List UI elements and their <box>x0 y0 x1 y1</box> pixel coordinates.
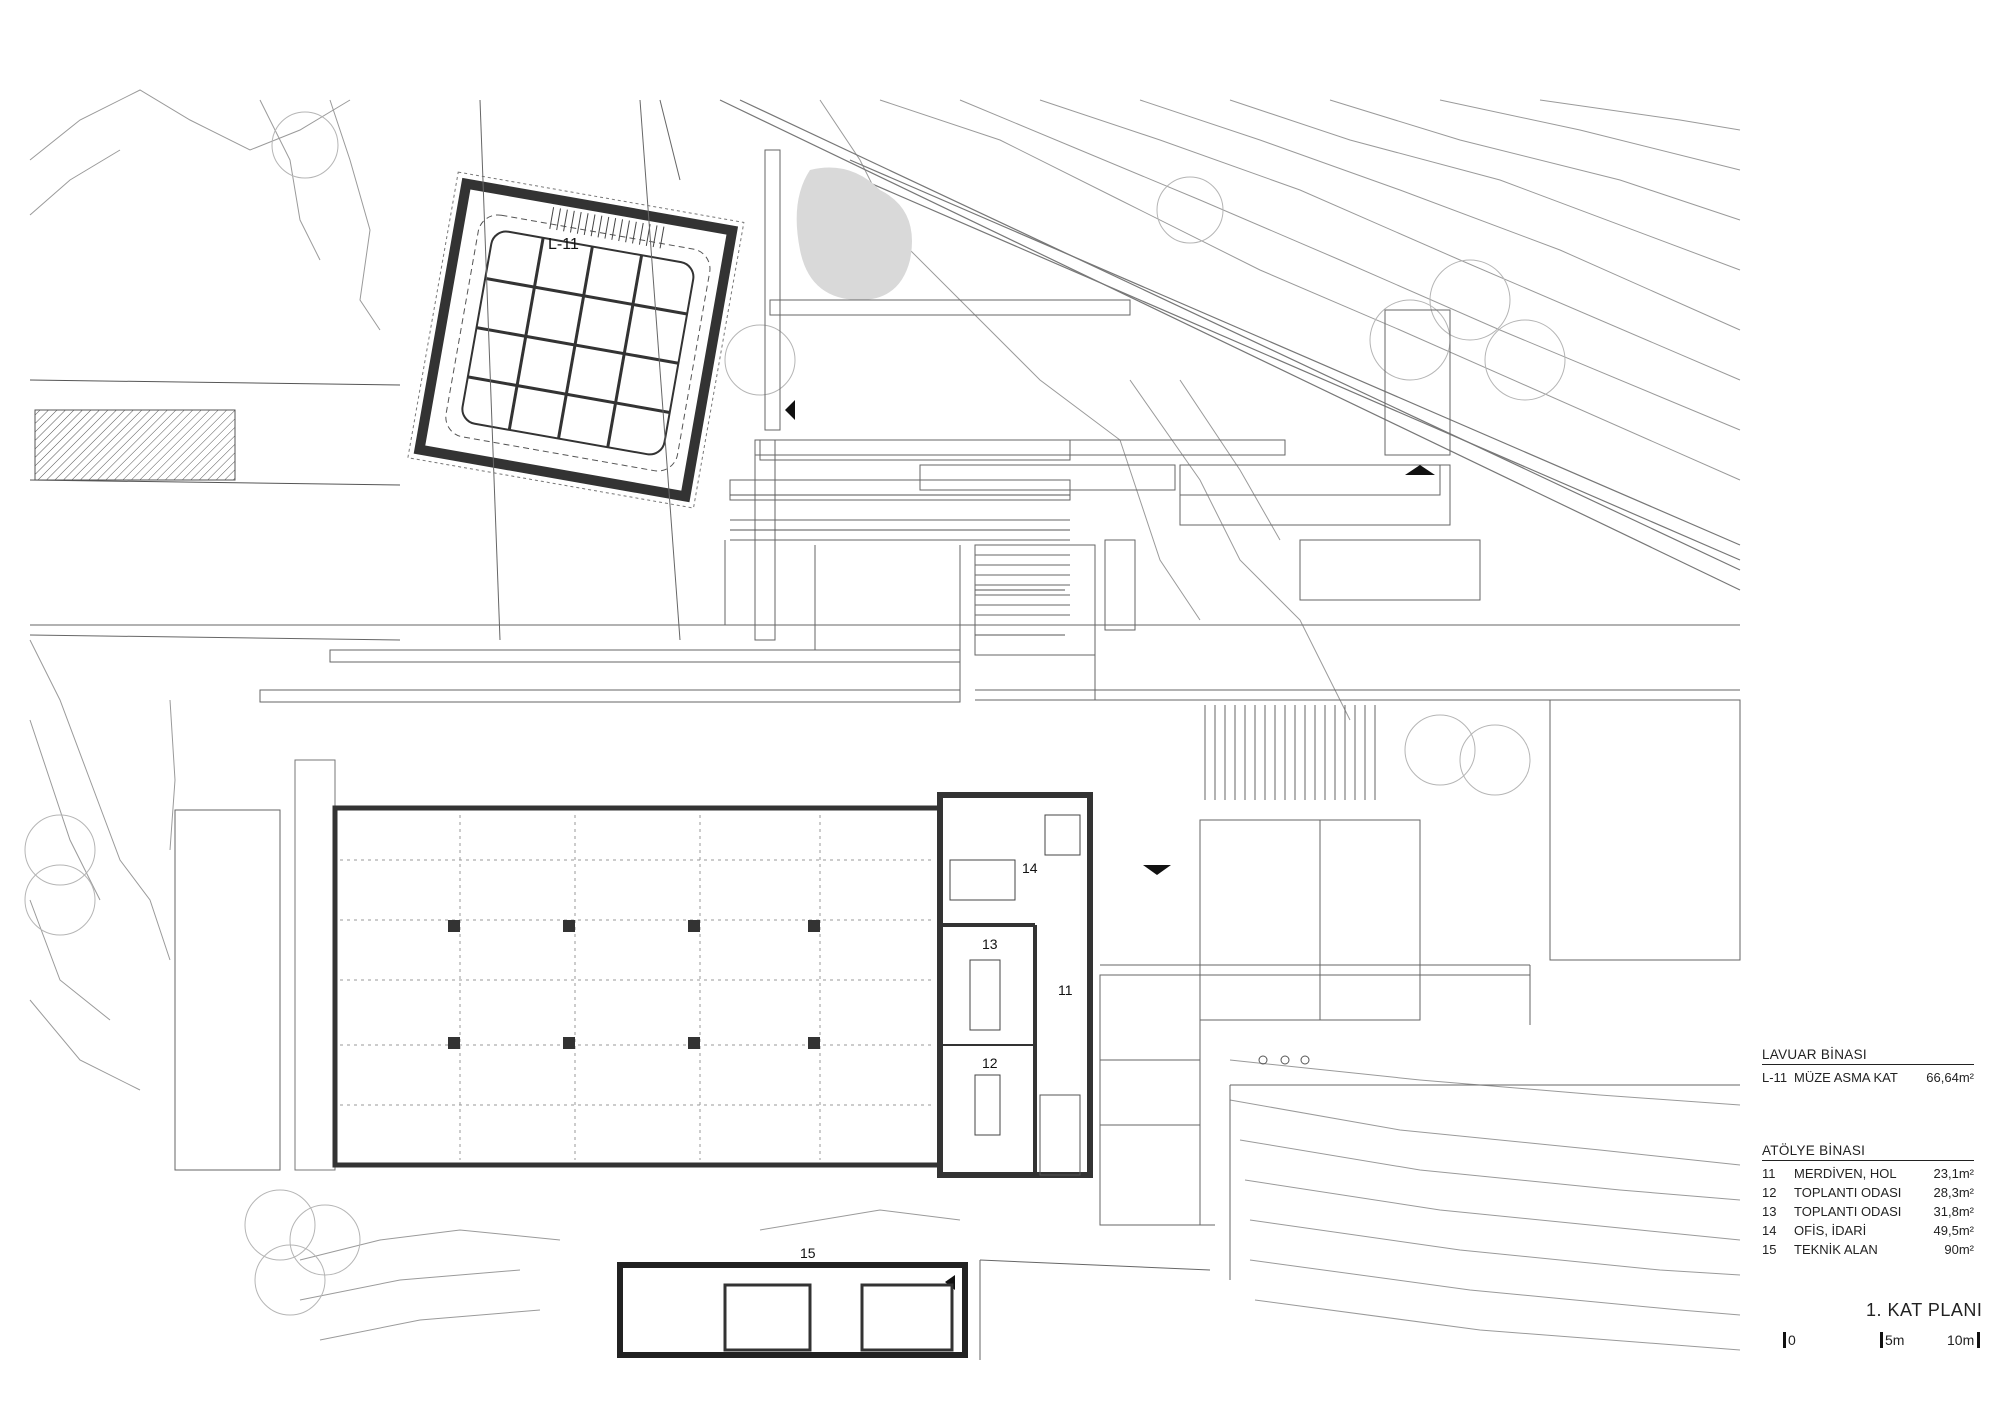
l11-building <box>407 171 745 509</box>
scale-label-mid: 5m <box>1885 1332 1905 1348</box>
contour-lines-left <box>29 89 381 1091</box>
scale-tick-mid <box>1880 1332 1883 1348</box>
legend-name: TOPLANTI ODASI <box>1794 1185 1902 1200</box>
legend-area: 90m² <box>1944 1242 1974 1257</box>
plan-title: 1. KAT PLANI <box>1866 1300 1983 1320</box>
legend-divider <box>1762 1064 1974 1065</box>
left-building <box>29 379 401 486</box>
legend-code: 13 <box>1762 1204 1777 1219</box>
legend-lavuar-heading: LAVUAR BİNASI <box>1762 1047 1867 1062</box>
legend-code: 15 <box>1762 1242 1777 1257</box>
legend-area: 28,3m² <box>1933 1185 1974 1200</box>
label-room-14: 14 <box>1022 860 1038 876</box>
bollards <box>1258 1055 1310 1065</box>
railway <box>719 99 1741 591</box>
label-room-11: 11 <box>1058 982 1073 998</box>
legend-row: L-11 MÜZE ASMA KAT 66,64m² <box>1762 1068 1974 1087</box>
label-room-12: 12 <box>982 1055 998 1071</box>
scale-label-zero: 0 <box>1788 1332 1796 1348</box>
site-walls <box>29 99 1741 1360</box>
workshop-building <box>174 759 1093 1178</box>
legend-atolye-heading: ATÖLYE BİNASI <box>1762 1143 1866 1158</box>
legend-area: 49,5m² <box>1933 1223 1974 1238</box>
legend-lavuar: LAVUAR BİNASI L-11 MÜZE ASMA KAT 66,64m² <box>1762 1047 1974 1087</box>
legend-name: MERDİVEN, HOL <box>1794 1166 1897 1181</box>
legend-name: TOPLANTI ODASI <box>1794 1204 1902 1219</box>
label-room-13: 13 <box>982 936 998 952</box>
legend-row: 14 OFİS, İDARİ 49,5m² <box>1762 1221 1974 1240</box>
legend-name: MÜZE ASMA KAT <box>1794 1070 1898 1085</box>
legend-atolye: ATÖLYE BİNASI 11 MERDİVEN, HOL 23,1m² 12… <box>1762 1143 1974 1259</box>
legend-code: L-11 <box>1762 1070 1788 1085</box>
legend-area: 66,64m² <box>1926 1070 1974 1085</box>
contour-lines-right <box>299 99 1741 1351</box>
legend-name: TEKNİK ALAN <box>1794 1242 1878 1257</box>
legend-area: 31,8m² <box>1933 1204 1974 1219</box>
legend-divider <box>1762 1160 1974 1161</box>
legend-code: 11 <box>1762 1166 1776 1181</box>
legend-row: 15 TEKNİK ALAN 90m² <box>1762 1240 1974 1259</box>
legend-code: 12 <box>1762 1185 1777 1200</box>
scale-label-end: 10m <box>1947 1332 1975 1348</box>
middle-stairs <box>975 554 1376 800</box>
legend-row: 12 TOPLANTI ODASI 28,3m² <box>1762 1183 1974 1202</box>
legend-area: 23,1m² <box>1933 1166 1974 1181</box>
label-l11: L-11 <box>548 236 579 253</box>
legend-code: 14 <box>1762 1223 1777 1238</box>
scale-tick-end <box>1977 1332 1980 1348</box>
scale-tick-zero <box>1783 1332 1786 1348</box>
vegetation-patch <box>796 167 912 300</box>
legend-row: 13 TOPLANTI ODASI 31,8m² <box>1762 1202 1974 1221</box>
legend-name: OFİS, İDARİ <box>1794 1223 1867 1238</box>
trees <box>24 111 1566 1316</box>
label-room-15: 15 <box>800 1245 816 1261</box>
legend-row: 11 MERDİVEN, HOL 23,1m² <box>1762 1164 1974 1183</box>
ramp-arrows <box>730 494 1070 636</box>
technical-building <box>617 1262 968 1358</box>
